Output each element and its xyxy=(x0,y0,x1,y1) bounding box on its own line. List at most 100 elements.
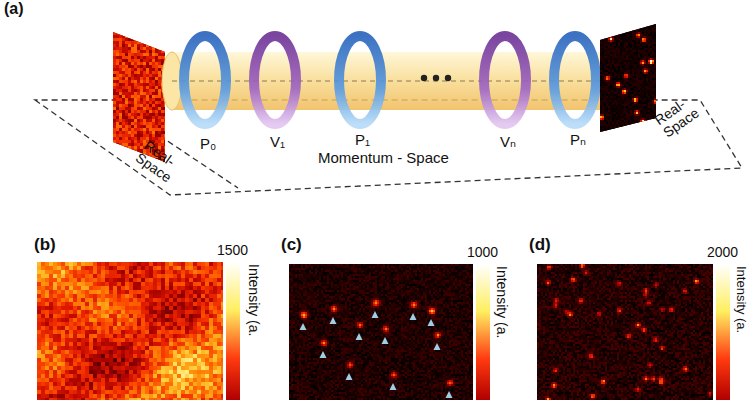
pixel xyxy=(640,24,643,27)
pixel xyxy=(140,65,144,69)
pixel xyxy=(122,50,126,54)
pixel xyxy=(155,101,159,105)
pixel xyxy=(618,24,621,27)
pixel xyxy=(128,50,132,54)
pixel xyxy=(152,44,156,48)
pixel xyxy=(113,62,117,66)
pixel xyxy=(602,30,605,33)
pixel xyxy=(137,89,141,93)
pixel xyxy=(116,122,120,126)
pixel xyxy=(149,107,153,111)
pixel xyxy=(134,128,138,132)
pixel xyxy=(158,71,162,75)
pixel xyxy=(122,110,126,114)
pixel xyxy=(128,71,132,75)
pixel xyxy=(152,41,156,45)
pixel xyxy=(158,92,162,96)
pixel xyxy=(146,80,150,84)
pixel xyxy=(155,41,159,45)
pixel xyxy=(125,143,129,147)
pixel xyxy=(116,32,120,36)
pixel xyxy=(113,56,117,60)
pixel xyxy=(128,41,132,45)
pixel xyxy=(125,38,129,42)
pixel xyxy=(119,137,123,141)
pixel xyxy=(143,50,147,54)
pixel xyxy=(137,80,141,84)
pixel xyxy=(116,44,120,48)
pixel xyxy=(146,98,150,102)
pixel xyxy=(614,30,617,33)
pixel xyxy=(128,140,132,144)
pixel xyxy=(155,68,159,72)
pixel xyxy=(600,28,603,31)
pixel xyxy=(149,38,153,42)
pixel xyxy=(113,152,117,156)
pixel xyxy=(610,26,613,29)
pixel xyxy=(113,125,117,129)
pixel xyxy=(125,128,129,132)
pixel xyxy=(140,35,144,39)
pixel xyxy=(608,26,611,29)
pixel xyxy=(131,146,135,150)
pixel xyxy=(143,68,147,72)
pixel xyxy=(638,24,641,27)
pixel xyxy=(122,113,126,117)
pixel xyxy=(119,149,123,153)
pixel xyxy=(134,74,138,78)
pixel xyxy=(134,143,138,147)
pixel xyxy=(143,65,147,69)
pixel xyxy=(119,38,123,42)
pixel xyxy=(122,161,126,165)
pixel xyxy=(143,113,147,117)
pixel xyxy=(116,137,120,141)
pixel xyxy=(149,86,153,90)
pixel xyxy=(134,116,138,120)
pixel xyxy=(612,24,615,27)
pixel xyxy=(116,116,120,120)
pixel xyxy=(158,50,162,54)
pixel xyxy=(128,86,132,90)
pixel xyxy=(134,77,138,81)
pixel xyxy=(140,56,144,60)
pixel xyxy=(161,134,165,138)
pixel xyxy=(152,80,156,84)
pixel xyxy=(149,44,153,48)
pixel xyxy=(137,71,141,75)
pixel xyxy=(134,104,138,108)
pixel xyxy=(125,44,129,48)
pixel xyxy=(155,71,159,75)
pixel xyxy=(128,53,132,57)
pixel xyxy=(149,71,153,75)
pixel xyxy=(149,92,153,96)
pixel xyxy=(140,119,144,123)
pixel xyxy=(128,149,132,153)
pixel xyxy=(113,44,117,48)
pixel xyxy=(125,77,129,81)
pixel xyxy=(164,107,168,111)
pixel xyxy=(134,122,138,126)
pixel xyxy=(158,119,162,123)
pixel xyxy=(143,44,147,48)
pixel xyxy=(137,35,141,39)
pixel xyxy=(600,36,603,39)
pixel xyxy=(158,62,162,66)
pixel xyxy=(610,34,613,37)
pixel xyxy=(604,34,607,37)
pixel xyxy=(116,152,120,156)
pixel xyxy=(616,32,619,35)
pixel xyxy=(113,131,117,135)
pixel xyxy=(158,134,162,138)
pixel xyxy=(128,59,132,63)
pixel xyxy=(116,38,120,42)
pixel xyxy=(143,128,147,132)
pixel xyxy=(128,74,132,78)
pixel xyxy=(137,98,141,102)
pixel xyxy=(113,71,117,75)
pixel xyxy=(632,26,635,29)
pixel xyxy=(128,128,132,132)
pixel xyxy=(131,38,135,42)
pixel xyxy=(140,83,144,87)
pixel xyxy=(158,47,162,51)
pixel xyxy=(113,68,117,72)
